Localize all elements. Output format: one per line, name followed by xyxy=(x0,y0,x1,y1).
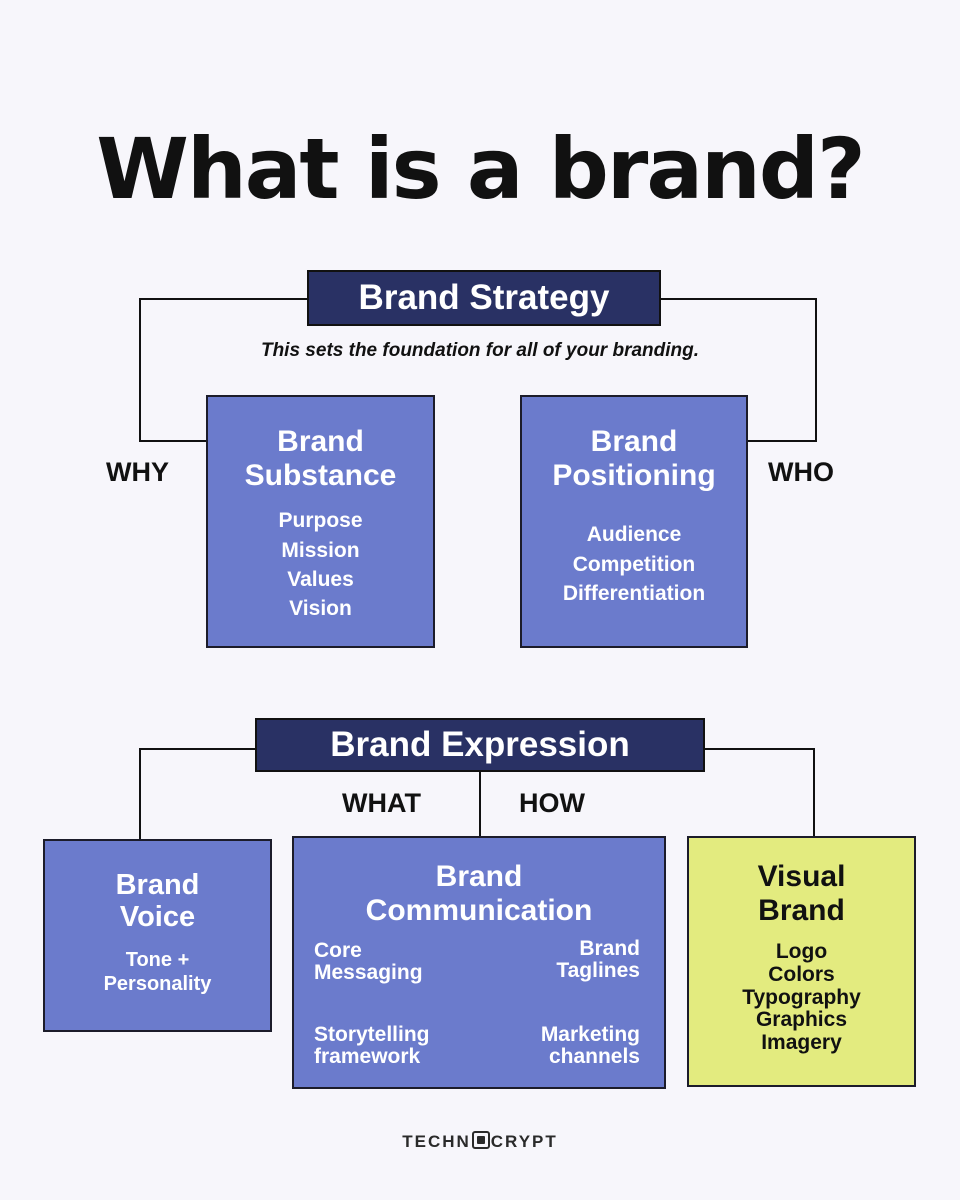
strategy-line-right-vertical xyxy=(815,298,817,442)
what-label: WHAT xyxy=(342,788,421,818)
logo-text-left: TECHN xyxy=(402,1132,471,1151)
list-item: Typography xyxy=(742,985,861,1009)
brand-substance-items: Purpose Mission Values Vision xyxy=(208,506,433,624)
brand-communication-title: Brand Communication xyxy=(365,860,593,927)
brand-communication-box: Brand Communication Core Messaging Brand… xyxy=(292,836,666,1089)
page-title: What is a brand? xyxy=(96,120,865,218)
list-item: Tone + xyxy=(125,948,190,971)
who-label: WHO xyxy=(768,457,834,487)
visual-brand-title: Visual Brand xyxy=(757,860,846,927)
core-messaging: Core Messaging xyxy=(314,939,423,985)
brand-expression-header-label: Brand Expression xyxy=(330,725,630,764)
list-item: Competition xyxy=(572,552,696,576)
brand-positioning-title: Brand Positioning xyxy=(552,425,716,492)
brand-voice-box: Brand Voice Tone + Personality xyxy=(43,839,272,1032)
expression-line-right-vertical xyxy=(813,748,815,837)
logo-mark-icon xyxy=(471,1131,490,1149)
brand-substance-title: Brand Substance xyxy=(244,425,397,492)
brand-voice-title: Brand Voice xyxy=(115,869,200,934)
list-item: Values xyxy=(287,567,354,591)
brand-substance-box: Brand Substance Purpose Mission Values V… xyxy=(206,395,435,648)
expression-line-right-horizontal xyxy=(703,748,815,750)
expression-line-left-horizontal xyxy=(139,748,257,750)
visual-brand-box: Visual Brand Logo Colors Typography Grap… xyxy=(687,836,916,1087)
strategy-line-left-vertical xyxy=(139,298,141,442)
strategy-subtitle: This sets the foundation for all of your… xyxy=(260,340,700,361)
brand-strategy-header-label: Brand Strategy xyxy=(358,278,610,317)
list-item: Logo xyxy=(775,940,828,964)
list-item: Purpose xyxy=(278,509,363,533)
brand-positioning-items: Audience Competition Differentiation xyxy=(522,520,746,608)
list-item: Colors xyxy=(768,962,835,986)
logo-text-right: CRYPT xyxy=(490,1132,558,1151)
brand-taglines: Brand Taglines xyxy=(556,937,640,983)
list-item: Graphics xyxy=(755,1008,848,1032)
why-label: WHY xyxy=(106,457,169,487)
strategy-line-left-to-box xyxy=(139,440,209,442)
list-item: Mission xyxy=(281,538,360,562)
technocrypt-logo: TECHN CRYPT xyxy=(0,1131,960,1152)
expression-line-left-vertical xyxy=(139,748,141,839)
list-item: Imagery xyxy=(761,1030,842,1054)
strategy-line-right-to-box xyxy=(746,440,817,442)
strategy-line-right-horizontal xyxy=(659,298,817,300)
list-item: Personality xyxy=(103,972,212,995)
expression-line-center-vertical xyxy=(479,770,481,836)
brand-voice-items: Tone + Personality xyxy=(45,948,270,996)
brand-expression-header: Brand Expression xyxy=(255,718,705,772)
visual-brand-items: Logo Colors Typography Graphics Imagery xyxy=(689,941,914,1054)
brand-positioning-box: Brand Positioning Audience Competition D… xyxy=(520,395,748,648)
list-item: Vision xyxy=(289,597,352,621)
list-item: Differentiation xyxy=(562,581,706,605)
how-label: HOW xyxy=(519,788,585,818)
marketing-channels: Marketing channels xyxy=(540,1023,640,1069)
list-item: Audience xyxy=(586,523,682,547)
strategy-line-left-horizontal xyxy=(139,298,309,300)
brand-strategy-header: Brand Strategy xyxy=(307,270,661,326)
storytelling-framework: Storytelling framework xyxy=(314,1023,430,1069)
